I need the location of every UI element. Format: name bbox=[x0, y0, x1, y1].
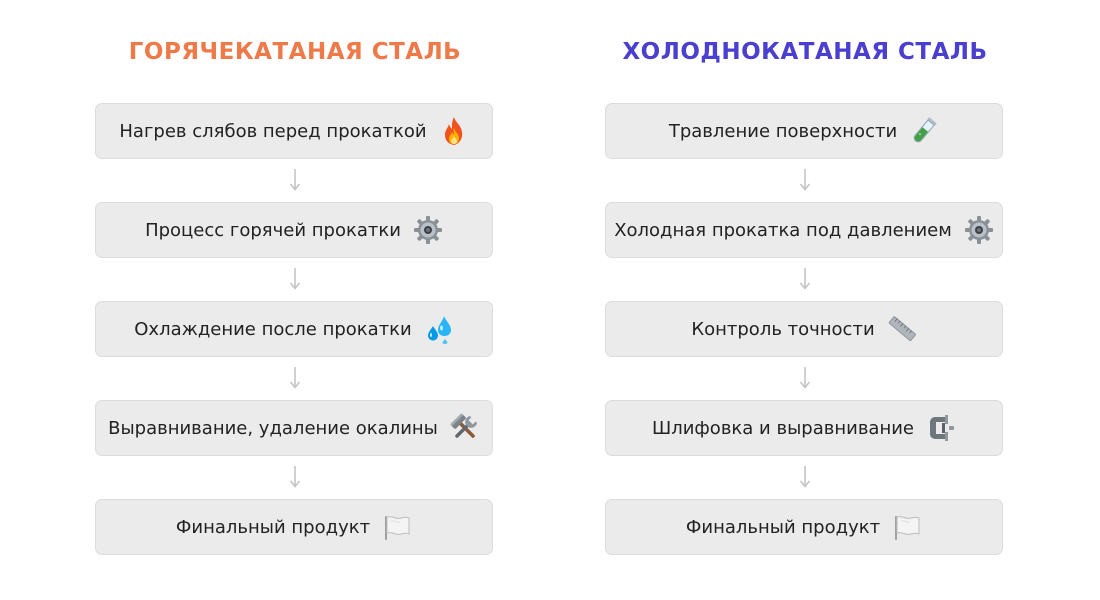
flow-arrow-down-icon bbox=[799, 169, 811, 191]
process-step-label: Шлифовка и выравнивание bbox=[651, 417, 915, 439]
process-step: Шлифовка и выравнивание bbox=[605, 400, 1003, 456]
hot-rolled-title: ГОРЯЧЕКАТАНАЯ СТАЛЬ bbox=[128, 39, 462, 65]
flow-arrow-down-icon bbox=[799, 268, 811, 290]
process-step: Нагрев слябов перед прокаткой bbox=[95, 103, 493, 159]
cold-rolled-title: ХОЛОДНОКАТАНАЯ СТАЛЬ bbox=[622, 39, 988, 65]
white-flag-icon bbox=[892, 512, 922, 542]
process-step-label: Финальный продукт bbox=[175, 516, 371, 538]
hammer-and-wrench-icon bbox=[450, 413, 480, 443]
flow-arrow-down-icon bbox=[289, 466, 301, 488]
process-step-label: Охлаждение после прокатки bbox=[134, 318, 412, 340]
flow-arrow-down-icon bbox=[799, 466, 811, 488]
process-step-label: Выравнивание, удаление окалины bbox=[108, 417, 438, 439]
process-step-label: Процесс горячей прокатки bbox=[145, 219, 401, 241]
process-step: Выравнивание, удаление окалины bbox=[95, 400, 493, 456]
process-step-label: Нагрев слябов перед прокаткой bbox=[119, 120, 427, 142]
ruler-icon bbox=[887, 314, 917, 344]
flow-arrow-down-icon bbox=[289, 268, 301, 290]
white-flag-icon bbox=[382, 512, 412, 542]
process-step-label: Контроль точности bbox=[691, 318, 875, 340]
fire-icon bbox=[439, 116, 469, 146]
clamp-icon bbox=[926, 413, 956, 443]
process-step-label: Холодная прокатка под давлением bbox=[614, 219, 952, 241]
flow-arrow-down-icon bbox=[289, 169, 301, 191]
test-tube-icon bbox=[909, 116, 939, 146]
water-drops-icon bbox=[424, 314, 454, 344]
process-step-label: Финальный продукт bbox=[685, 516, 881, 538]
process-step: Травление поверхности bbox=[605, 103, 1003, 159]
process-step: Финальный продукт bbox=[605, 499, 1003, 555]
flow-arrow-down-icon bbox=[799, 367, 811, 389]
process-step: Процесс горячей прокатки bbox=[95, 202, 493, 258]
gear-icon bbox=[413, 215, 443, 245]
process-step-label: Травление поверхности bbox=[668, 120, 898, 142]
process-step: Контроль точности bbox=[605, 301, 1003, 357]
process-step: Холодная прокатка под давлением bbox=[605, 202, 1003, 258]
process-step: Охлаждение после прокатки bbox=[95, 301, 493, 357]
flow-arrow-down-icon bbox=[289, 367, 301, 389]
gear-icon bbox=[964, 215, 994, 245]
process-step: Финальный продукт bbox=[95, 499, 493, 555]
